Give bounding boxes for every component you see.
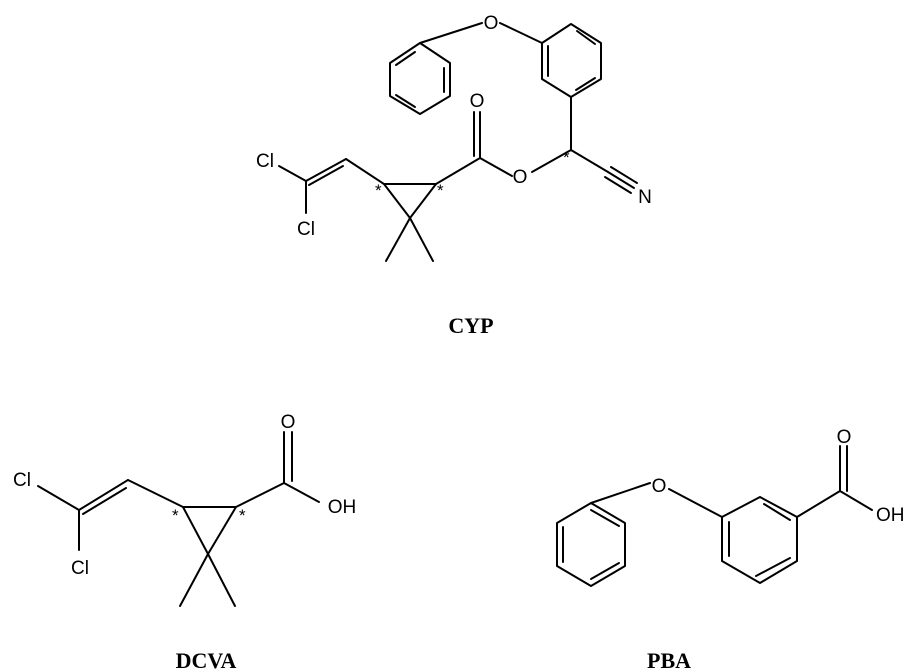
pba-hydroxyl-label: OH xyxy=(876,505,905,526)
cyp-ether-bond-left xyxy=(419,22,483,44)
dcva-methyl-bond-2 xyxy=(207,553,236,607)
cyp-vinyl-double-bond-a xyxy=(305,158,347,182)
cyp-carbonyl-oxygen-label: O xyxy=(470,91,485,112)
dcva-carbonyl-oxygen-label: O xyxy=(281,412,296,433)
dcva-c-oh-bond xyxy=(283,482,320,503)
pba-benzoic-ring xyxy=(721,496,798,584)
pba-ether-bond-right xyxy=(668,488,723,518)
dcva-acid-to-cyclopropane-bond xyxy=(235,482,285,508)
cyp-stereocenter-mark: * xyxy=(375,181,382,200)
pba-ring-to-acid-bond xyxy=(796,490,841,518)
cyp-nitrile-triple-bond xyxy=(604,166,638,194)
compound-name-pba: PBA xyxy=(647,648,691,669)
cyp-chlorine-label-1: Cl xyxy=(256,151,274,172)
cyp-chlorine-label-2: Cl xyxy=(297,219,315,240)
dcva-vinyl-double-bond-a xyxy=(78,479,129,511)
pba-phenyl-ring xyxy=(556,502,626,587)
cyp-carbonyl-to-cyclopropane-bond xyxy=(435,157,481,185)
cyp-benzyl-ring xyxy=(541,23,602,98)
pba-ether-bond-left xyxy=(590,482,651,504)
compound-name-cyp: CYP xyxy=(448,313,493,338)
dcva-stereocenter-mark: * xyxy=(239,506,246,525)
cyp-vinyl-single-bond xyxy=(345,158,385,185)
structure-pba: O O OH PBA xyxy=(556,427,905,669)
compound-name-dcva: DCVA xyxy=(176,648,237,669)
dcva-c-cl-bond-1 xyxy=(37,485,80,511)
pba-ether-oxygen-label: O xyxy=(652,476,667,497)
cyp-methyl-bond-1 xyxy=(385,217,411,262)
cyp-cyclopropane-ring xyxy=(383,183,437,219)
dcva-methyl-bond-1 xyxy=(179,553,209,607)
cyp-stereocenter-mark: * xyxy=(563,148,570,167)
cyp-phenyl-ring xyxy=(389,42,451,115)
cyp-ester-o-to-carbonyl-bond xyxy=(479,157,513,177)
cyp-ester-oxygen-label: O xyxy=(513,167,528,188)
dcva-cyclopropane-ring xyxy=(182,506,237,555)
cyp-stereocenter-mark: * xyxy=(437,181,444,200)
pba-carbonyl-oxygen-label: O xyxy=(837,427,852,448)
cyp-c-cl-bond-1 xyxy=(278,165,307,182)
pba-c-oh-bond xyxy=(839,490,873,511)
cyp-methyl-bond-2 xyxy=(409,217,434,262)
dcva-stereocenter-mark: * xyxy=(172,506,179,525)
cyp-nitrile-nitrogen-label: N xyxy=(638,187,652,208)
cyp-vinyl-double-bond-b xyxy=(308,165,344,186)
dcva-vinyl-double-bond-b xyxy=(82,487,127,515)
dcva-hydroxyl-label: OH xyxy=(328,497,357,518)
cyp-alpha-carbon-to-nitrile-bond xyxy=(570,149,609,173)
cyp-ether-oxygen-label: O xyxy=(484,13,499,34)
structure-dcva: O OH Cl Cl * * DCVA xyxy=(13,412,356,669)
dcva-chlorine-label-1: Cl xyxy=(13,470,31,491)
structure-cyp: O O O N Cl Cl * * * CYP xyxy=(256,13,652,338)
cyp-ether-bond-right xyxy=(499,22,543,44)
cyp-alpha-carbon-to-ester-o-bond xyxy=(531,149,572,173)
dcva-chlorine-label-2: Cl xyxy=(71,558,89,579)
dcva-vinyl-single-bond xyxy=(127,479,184,508)
